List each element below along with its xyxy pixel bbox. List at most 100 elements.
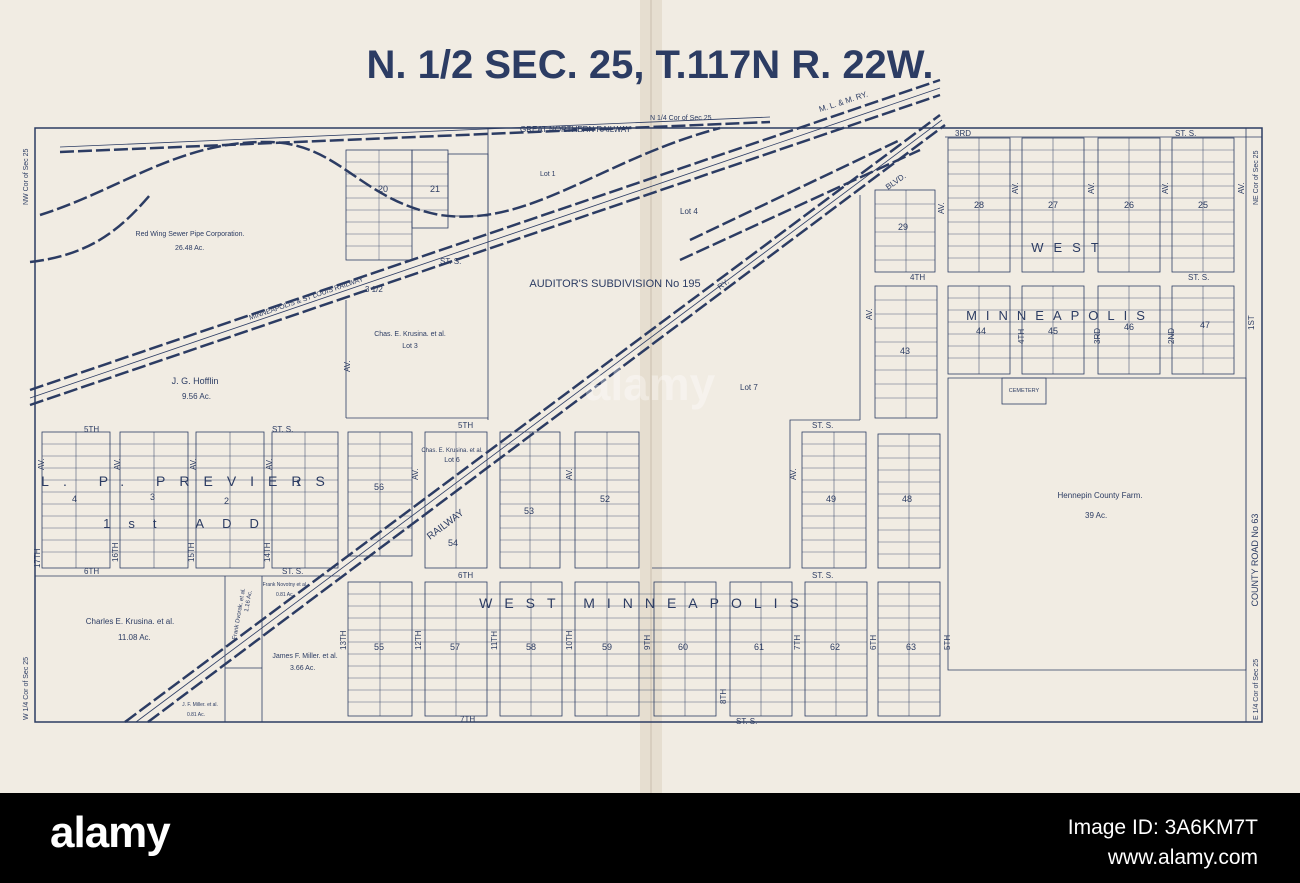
block-numbers: 20 21 25 26 27 28 29 43 44 45 46 47 48 4… — [72, 184, 1210, 652]
avenue-3rd: 3RD — [1093, 328, 1102, 344]
upper-right-blocks — [874, 137, 1235, 419]
av-label: AV. — [865, 308, 874, 320]
red-wing-owner: Red Wing Sewer Pipe Corporation. — [136, 231, 245, 238]
street-sts-right: ST. S. — [812, 421, 833, 430]
block-number: 60 — [678, 642, 688, 652]
section-boundary — [34, 127, 1263, 723]
avenue-15th: 15TH — [187, 542, 196, 562]
block-number: 27 — [1048, 200, 1058, 210]
block-number: 43 — [900, 346, 910, 356]
street-sts-upper: ST. S. — [440, 257, 461, 266]
county-farm-boundary — [947, 377, 1247, 671]
block-number: 48 — [902, 494, 912, 504]
avenue-2nd: 2ND — [1167, 328, 1176, 344]
add-label: 1st ADD — [103, 516, 277, 531]
block-number: 55 — [374, 642, 384, 652]
block-number: 54 — [448, 538, 458, 548]
minneapolis-railway-label: MINNEAPOLIS & ST LOUIS RAILWAY — [248, 276, 364, 322]
west-minneapolis-south-label: WEST MINNEAPOLIS — [479, 595, 811, 611]
lot-7-label: Lot 7 — [740, 383, 758, 392]
block-number: 20 — [378, 184, 388, 194]
block-number: 57 — [450, 642, 460, 652]
previers-blocks — [41, 431, 339, 569]
block-number: 61 — [754, 642, 764, 652]
krusina-lot3-area: Lot 3 — [402, 343, 418, 350]
av-label: AV. — [37, 458, 46, 470]
cemetery-label: CEMETERY — [1009, 388, 1040, 394]
street-sixth-west: 6TH — [84, 567, 99, 576]
right-middle-blocks — [877, 433, 941, 717]
e-quarter-corner-label: E 1/4 Cor of Sec 25 — [1253, 659, 1260, 720]
avenue-17th: 17TH — [33, 548, 42, 568]
av-label: AV. — [1011, 182, 1020, 194]
novotny-owner: Frank Novotny et al. — [263, 582, 308, 588]
street-fourth: 4TH — [910, 273, 925, 282]
lower-blocks — [347, 581, 868, 717]
street-fifth-west: 5TH — [84, 425, 99, 434]
block-number: 52 — [600, 494, 610, 504]
av-label: AV. — [1087, 182, 1096, 194]
avenue-9th: 9TH — [643, 635, 652, 650]
cemetery-plot — [1001, 377, 1047, 405]
block-number: 45 — [1048, 326, 1058, 336]
dvorak-area: 1.16 Ac. — [244, 590, 254, 613]
lot-4-label: Lot 4 — [680, 207, 698, 216]
street-third-label: 3RD — [955, 129, 971, 138]
w-quarter-corner-label: W 1/4 Cor of Sec 25 — [23, 657, 30, 720]
image-id-label: Image ID: 3A6KM7T — [1067, 816, 1258, 839]
street-sixth-mid: 6TH — [458, 571, 473, 580]
map-sheet: N. 1/2 SEC. 25, T.117N R. 22W. NW Cor of… — [0, 0, 1300, 793]
jf-miller-owner: J. F. Miller. et al. — [182, 702, 218, 708]
mlm-railway-label: M. L. & M. RY. — [818, 90, 869, 114]
block-number: 28 — [974, 200, 984, 210]
railway-label: RAILWAY — [425, 507, 466, 542]
map-title: N. 1/2 SEC. 25, T.117N R. 22W. — [367, 43, 934, 87]
nw-corner-label: NW Cor of Sec 25 — [23, 148, 30, 205]
av-label: AV. — [189, 458, 198, 470]
avenue-13th: 13TH — [339, 630, 348, 650]
av-label: AV. — [265, 458, 274, 470]
hofflin-area: 9.56 Ac. — [182, 392, 211, 401]
minneapolis-addition-label: MINNEAPOLIS — [966, 308, 1154, 323]
street-sts-seventh: ST. S. — [736, 717, 757, 726]
block-number: 26 — [1124, 200, 1134, 210]
street-three-half: 3 1/2 — [365, 285, 383, 294]
county-farm-area: 39 Ac. — [1085, 511, 1107, 520]
avenue-4th: 4TH — [1017, 329, 1026, 344]
avenue-16th: 16TH — [111, 542, 120, 562]
block-number: 44 — [976, 326, 986, 336]
county-farm-owner: Hennepin County Farm. — [1058, 491, 1143, 500]
great-northern-railway: GREAT NORTHERN RAILWAY — [29, 116, 771, 264]
ne-corner-label: NE Cor of Sec 25 — [1253, 150, 1260, 205]
miller-tract-area: 3.66 Ac. — [290, 665, 315, 672]
great-northern-label: GREAT NORTHERN RAILWAY — [520, 125, 632, 134]
west-addition-label: WEST — [1031, 240, 1109, 255]
av-label: AV. — [343, 360, 352, 372]
block-number: 3 — [150, 492, 155, 502]
plat-map: N. 1/2 SEC. 25, T.117N R. 22W. NW Cor of… — [23, 0, 1263, 793]
auditors-subdivision-label: AUDITOR'S SUBDIVISION No 195 — [529, 278, 700, 290]
street-fifth-mid: 5TH — [458, 421, 473, 430]
upper-left-blocks — [345, 149, 489, 261]
av-label: AV. — [411, 468, 420, 480]
av-label: AV. — [1237, 182, 1246, 194]
street-sts-west: ST. S. — [272, 425, 293, 434]
avenue-labels: 17TH 16TH 15TH 14TH 13TH 12TH 11TH 10TH … — [33, 315, 1256, 704]
block-number: 47 — [1200, 320, 1210, 330]
county-road-label: COUNTY ROAD No 63 — [1250, 514, 1260, 607]
street-fourth-sts: ST. S. — [1188, 273, 1209, 282]
block-number: 53 — [524, 506, 534, 516]
avenue-14th: 14TH — [263, 542, 272, 562]
block-number: 63 — [906, 642, 916, 652]
block-number: 58 — [526, 642, 536, 652]
krusina-lot3-owner: Chas. E. Krusina. et al. — [374, 331, 446, 338]
hofflin-owner: J. G. Hofflin — [172, 376, 219, 386]
avenue-11th: 11TH — [490, 631, 499, 650]
street-sts-sixth-right: ST. S. — [812, 571, 833, 580]
block-number: 62 — [830, 642, 840, 652]
n-quarter-corner-label: N 1/4 Cor of Sec 25 — [650, 115, 712, 122]
av-label: AV. — [937, 202, 946, 214]
avenue-10th: 10TH — [565, 630, 574, 650]
block-number: 59 — [602, 642, 612, 652]
avenue-7th: 7TH — [793, 635, 802, 650]
